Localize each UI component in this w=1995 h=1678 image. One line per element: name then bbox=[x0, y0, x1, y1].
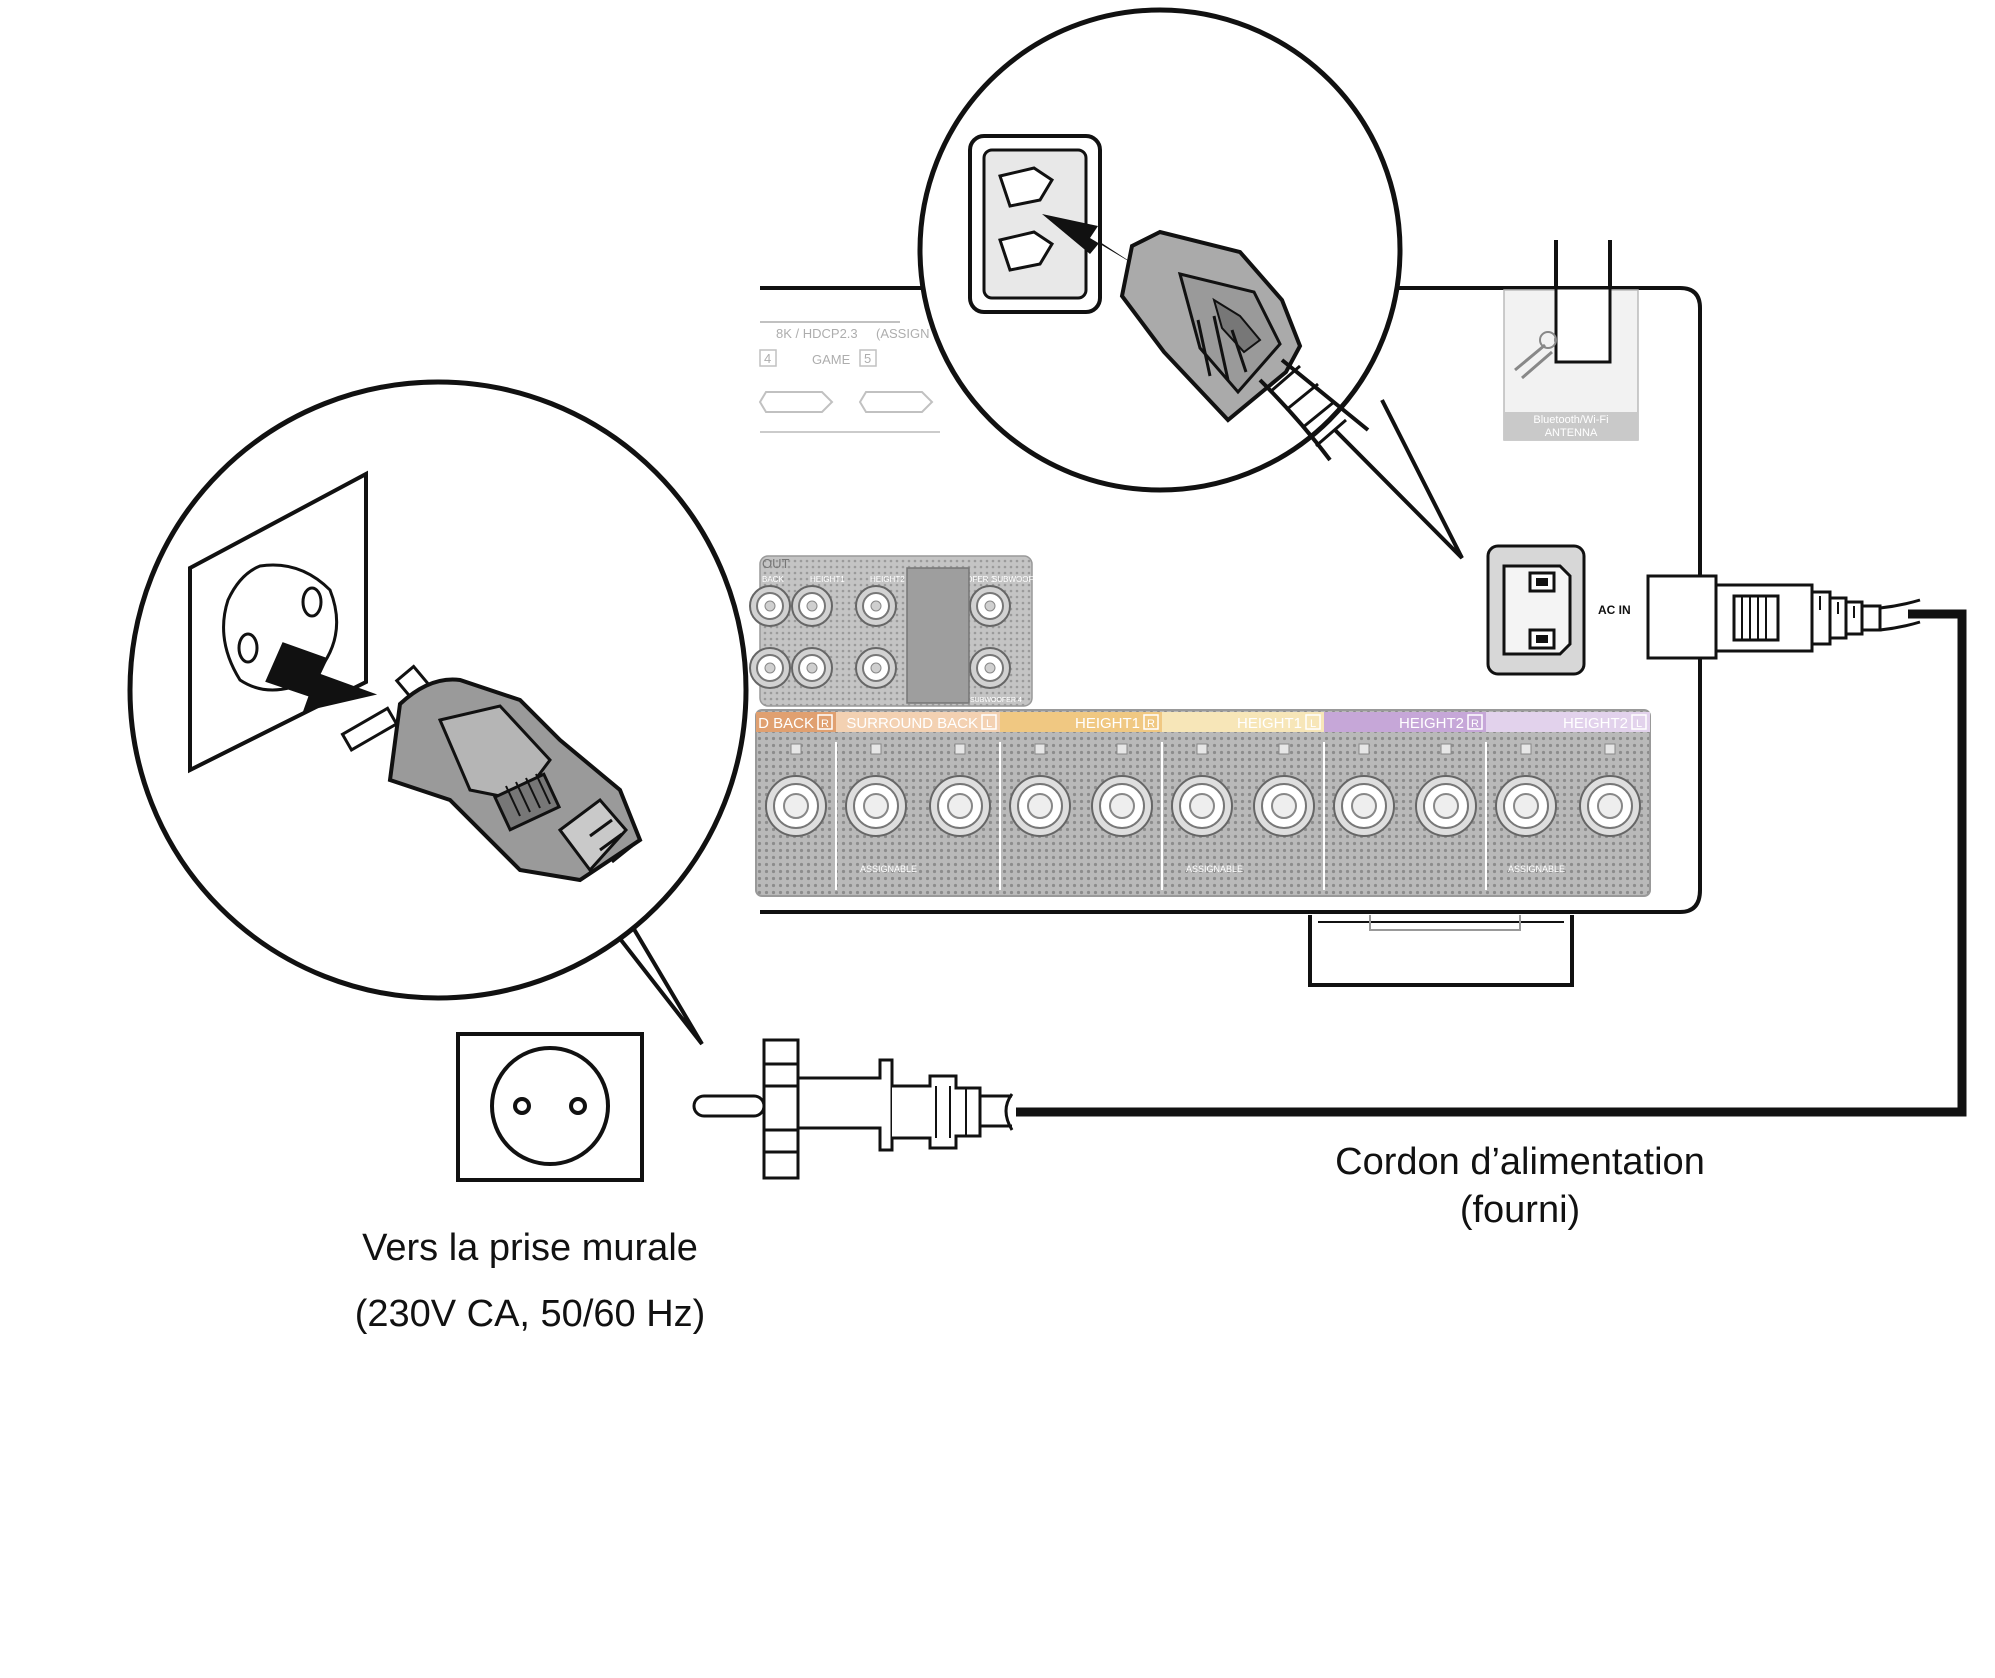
binding-post bbox=[1579, 743, 1641, 837]
insert-arrow-icon bbox=[265, 642, 378, 712]
speaker-group-label: D BACK bbox=[758, 715, 814, 732]
antenna-label-1: Bluetooth/Wi-Fi bbox=[1533, 414, 1608, 426]
rca-jack bbox=[749, 647, 791, 689]
speaker-side-label: R bbox=[1147, 718, 1155, 730]
preout-column-label: HEIGHT1 bbox=[810, 575, 845, 584]
rca-jack bbox=[749, 585, 791, 627]
assignable-label: ASSIGNABLE bbox=[860, 864, 917, 874]
hdmi-assign: (ASSIGN bbox=[876, 326, 929, 341]
speaker-side-label: L bbox=[1310, 718, 1316, 730]
bluetooth-wifi-antenna: Bluetooth/Wi-Fi ANTENNA bbox=[1503, 240, 1639, 441]
speaker-terminal-group: HEIGHT2 R bbox=[1323, 712, 1486, 890]
hdmi-header: 8K / HDCP2.3 bbox=[776, 326, 858, 341]
speaker-side-label: R bbox=[1471, 718, 1479, 730]
binding-post bbox=[1415, 743, 1477, 837]
binding-post bbox=[929, 743, 991, 837]
speaker-group-label: HEIGHT1 bbox=[1237, 715, 1302, 732]
speaker-terminal-group: D BACK R bbox=[756, 712, 836, 837]
receiver-rear-panel: 8K / HDCP2.3 (ASSIGN 4 GAME 5 OUT BACK HE… bbox=[749, 240, 1702, 987]
assignable-label: ASSIGNABLE bbox=[1508, 864, 1565, 874]
power-cord bbox=[692, 574, 1967, 1180]
speaker-side-label: L bbox=[986, 718, 992, 730]
hdmi-port-icon bbox=[758, 391, 834, 413]
rca-jack bbox=[969, 647, 1011, 689]
binding-post bbox=[1333, 743, 1395, 837]
rca-jack bbox=[855, 585, 897, 627]
rca-jack bbox=[791, 585, 833, 627]
speaker-side-label: R bbox=[821, 718, 829, 730]
preout-header: OUT bbox=[762, 556, 790, 571]
ac-inlet: AC IN bbox=[1486, 544, 1631, 676]
preout-section: OUT BACKHEIGHT1HEIGHT2SUBWOOFER 1SUBWOOF… bbox=[749, 555, 1052, 707]
preout-column-label: SUBWOOFER 2 bbox=[992, 575, 1052, 584]
antenna-label-2: ANTENNA bbox=[1545, 427, 1598, 439]
preout-column-label: HEIGHT2 bbox=[870, 575, 905, 584]
binding-post bbox=[1091, 743, 1153, 837]
wall-outlet-label: Vers la prise murale bbox=[362, 1227, 698, 1269]
binding-post bbox=[765, 743, 827, 837]
speaker-terminal-group: HEIGHT1 R bbox=[999, 712, 1162, 890]
hdmi-section: 8K / HDCP2.3 (ASSIGN 4 GAME 5 bbox=[758, 321, 940, 433]
wall-outlet bbox=[456, 1032, 644, 1182]
assignable-label: ASSIGNABLE bbox=[1186, 864, 1243, 874]
rca-jack bbox=[855, 647, 897, 689]
speaker-group-label: HEIGHT1 bbox=[1075, 715, 1140, 732]
speaker-group-label: SURROUND BACK bbox=[846, 715, 978, 732]
callout-wall-outlet-zoom bbox=[127, 379, 749, 1046]
hdmi-port-5: 5 bbox=[864, 351, 871, 366]
rca-jack bbox=[969, 585, 1011, 627]
subwoofer-label: SUBWOOFER 4 bbox=[970, 697, 1022, 704]
speaker-terminal-group: HEIGHT2 L bbox=[1485, 712, 1650, 890]
callout-ac-inlet-zoom bbox=[917, 7, 1464, 560]
wall-outlet-voltage-label: (230V CA, 50/60 Hz) bbox=[355, 1293, 706, 1335]
speaker-terminal-group: SURROUND BACK L bbox=[835, 712, 1000, 890]
speaker-group-label: HEIGHT2 bbox=[1563, 715, 1628, 732]
speaker-group-label: HEIGHT2 bbox=[1399, 715, 1464, 732]
hdmi-port-icon bbox=[858, 391, 934, 413]
insert-arrow-icon bbox=[1042, 214, 1140, 268]
power-cord-label: Cordon d’alimentation bbox=[1335, 1141, 1705, 1183]
power-cord-supplied-label: (fourni) bbox=[1460, 1189, 1580, 1231]
iec-connector bbox=[1646, 574, 1882, 660]
binding-post bbox=[845, 743, 907, 837]
binding-post bbox=[1253, 743, 1315, 837]
binding-post bbox=[1495, 743, 1557, 837]
hdmi-game-label: GAME bbox=[812, 352, 851, 367]
binding-post bbox=[1009, 743, 1071, 837]
rca-jack bbox=[791, 647, 833, 689]
ac-in-label: AC IN bbox=[1598, 603, 1631, 617]
schuko-plug bbox=[692, 1038, 1012, 1180]
preout-column-label: BACK bbox=[762, 575, 784, 584]
speaker-terminal-group: HEIGHT1 L bbox=[1161, 712, 1324, 890]
speaker-side-label: L bbox=[1636, 718, 1642, 730]
binding-post bbox=[1171, 743, 1233, 837]
hdmi-port-4: 4 bbox=[764, 351, 771, 366]
